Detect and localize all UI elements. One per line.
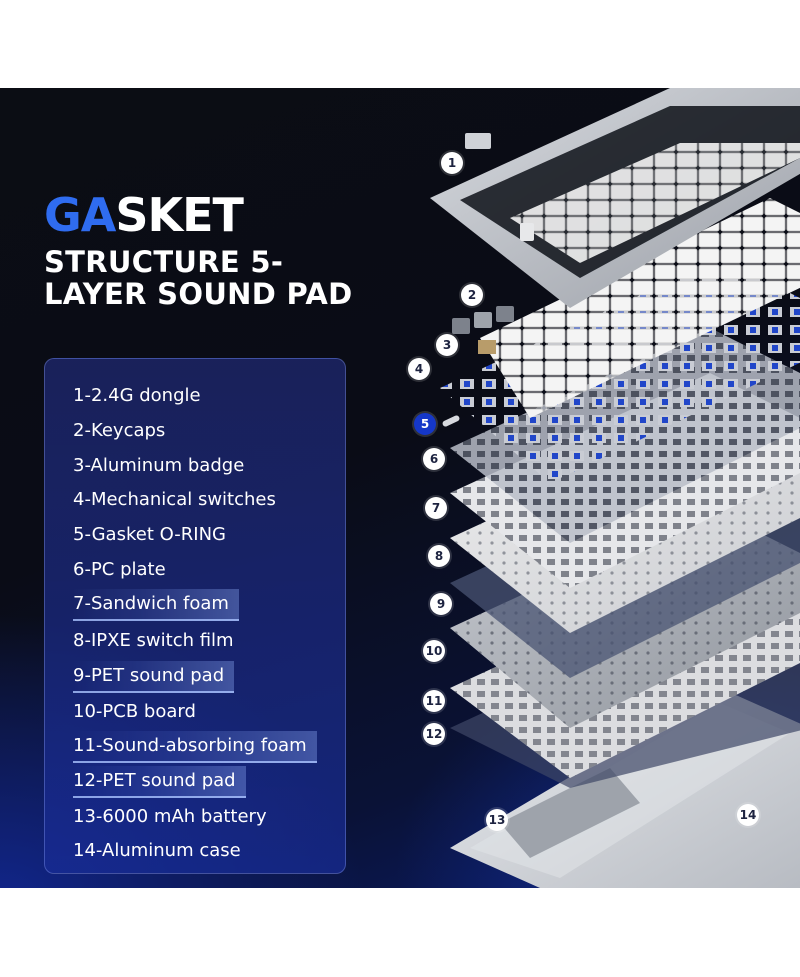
list-item: 10-PCB board [73, 701, 196, 722]
list-item: 14-Aluminum case [73, 840, 241, 861]
callout-14: 14 [737, 804, 759, 826]
layer-top-frame [430, 88, 800, 308]
list-item: 8-IPXE switch film [73, 630, 234, 651]
keycap-accent [474, 312, 492, 328]
callout-6: 6 [423, 448, 445, 470]
callout-4: 4 [408, 358, 430, 380]
list-item: 6-PC plate [73, 559, 166, 580]
title-gasket: GASKET [44, 188, 244, 242]
callout-11: 11 [423, 690, 445, 712]
layer-keycaps [480, 198, 800, 418]
component-list-panel: 1-2.4G dongle 2-Keycaps 3-Aluminum badge… [44, 358, 346, 874]
list-item: 2-Keycaps [73, 420, 166, 441]
callout-3: 3 [436, 334, 458, 356]
list-item: 13-6000 mAh battery [73, 806, 267, 827]
callout-8: 8 [428, 545, 450, 567]
callout-9: 9 [430, 593, 452, 615]
keycap-accent [452, 318, 470, 334]
list-item-highlighted: 11-Sound-absorbing foam [73, 731, 317, 763]
list-item: 4-Mechanical switches [73, 489, 276, 510]
subtitle: STRUCTURE 5-LAYER SOUND PAD [44, 245, 353, 311]
list-item: 3-Aluminum badge [73, 455, 245, 476]
title-accent: GA [44, 188, 116, 242]
callout-13: 13 [486, 809, 508, 831]
callout-7: 7 [425, 497, 447, 519]
list-item-highlighted: 9-PET sound pad [73, 661, 235, 693]
callout-2: 2 [461, 284, 483, 306]
gasket-o-ring [442, 415, 460, 427]
callout-1: 1 [441, 152, 463, 174]
keycap-accent [496, 306, 514, 322]
list-item-highlighted: 12-PET sound pad [73, 766, 246, 798]
product-banner: GASKET STRUCTURE 5-LAYER SOUND PAD 1-2.4… [0, 88, 800, 888]
list-item: 1-2.4G dongle [73, 385, 201, 406]
exploded-keyboard-illustration [430, 88, 800, 888]
layer-battery [500, 768, 640, 858]
callout-10: 10 [423, 640, 445, 662]
callout-12: 12 [423, 723, 445, 745]
list-item-highlighted: 7-Sandwich foam [73, 589, 239, 621]
dongle-part [520, 223, 534, 241]
aluminum-badge [478, 340, 496, 354]
list-item: 5-Gasket O-RING [73, 524, 226, 545]
callout-5: 5 [414, 413, 436, 435]
title-rest: SKET [115, 188, 244, 242]
dongle [465, 133, 491, 149]
